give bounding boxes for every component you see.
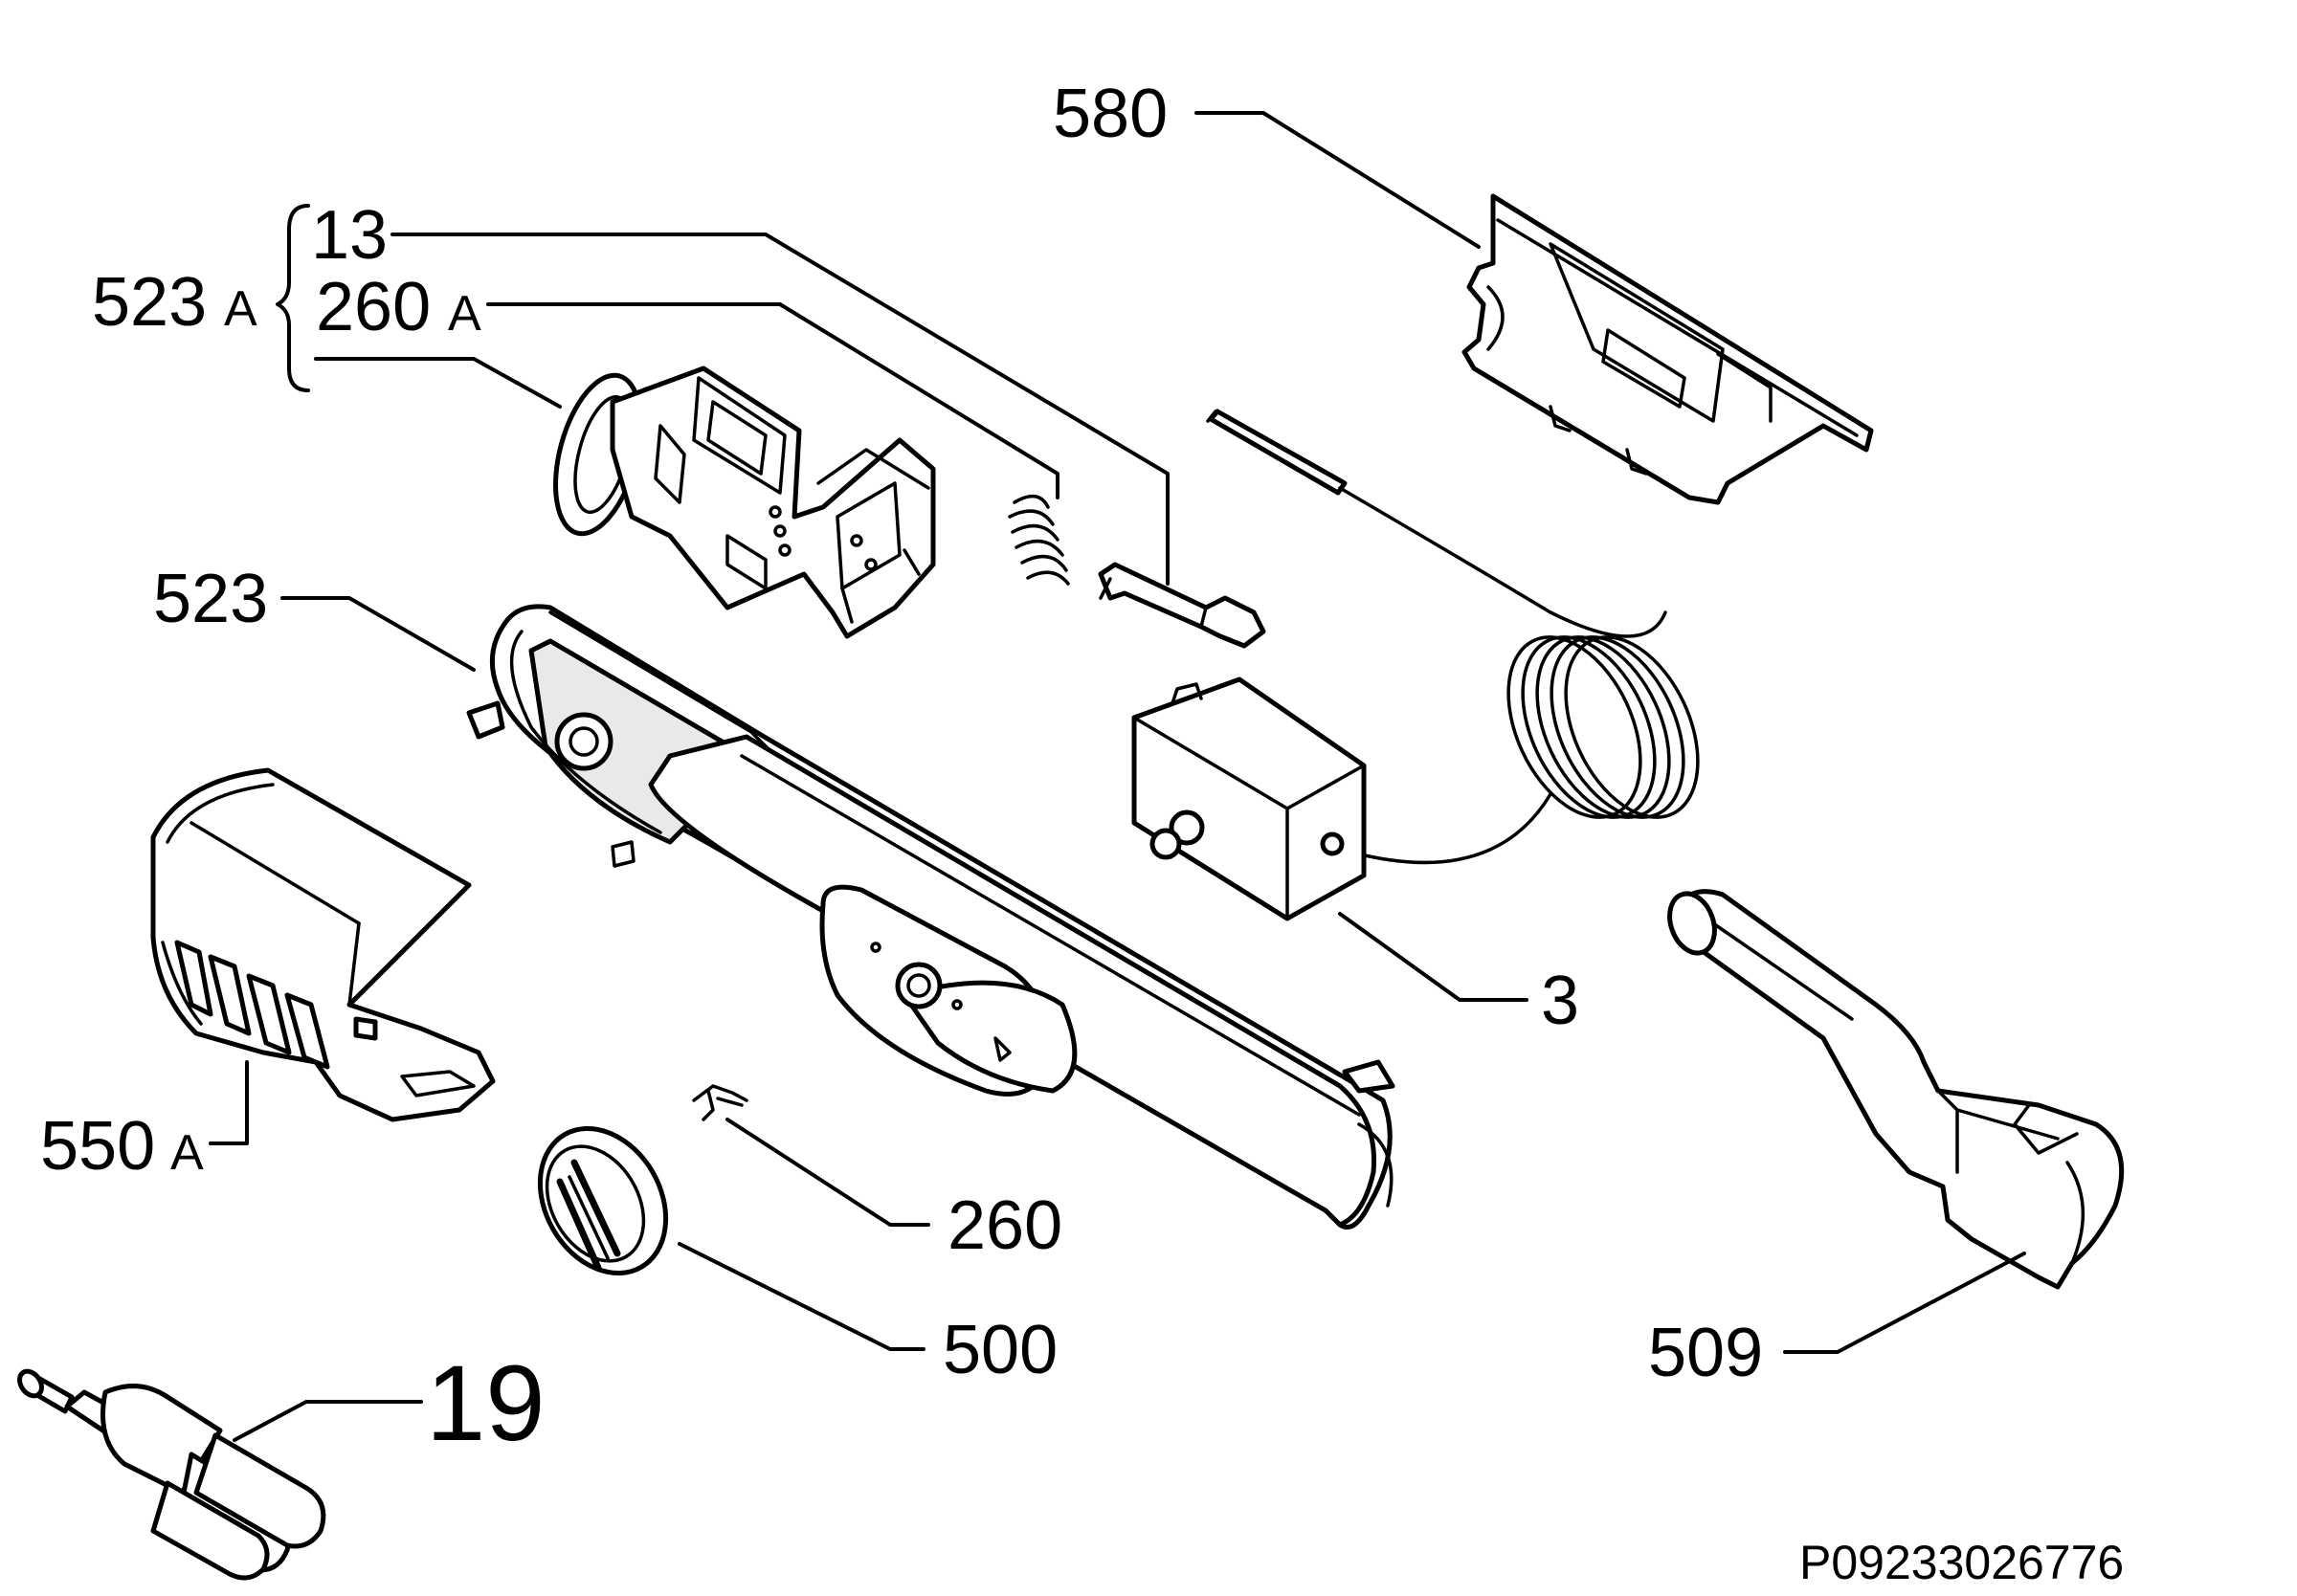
part-509-lever: [1667, 889, 2125, 1290]
label-523a-number: 523: [92, 264, 207, 341]
part-19-lamp: [17, 1368, 326, 1581]
label-509: 509: [1648, 1315, 1763, 1391]
label-500: 500: [943, 1312, 1058, 1388]
label-550a-number: 550: [40, 1108, 155, 1185]
label-523: 523: [153, 561, 268, 637]
label-13: 13: [311, 197, 388, 274]
part-260-clip: [692, 1084, 748, 1121]
part-523a-switch: [553, 366, 936, 639]
part-550a-lamp-cover: [150, 767, 496, 1122]
part-260a-spring: [1008, 494, 1070, 586]
label-260a-suffix: A: [448, 286, 481, 342]
part-13-pin: [1098, 562, 1266, 649]
label-523a-suffix: A: [224, 281, 257, 337]
label-550a-suffix: A: [170, 1125, 204, 1181]
label-3: 3: [1541, 963, 1579, 1039]
label-260a-number: 260: [316, 269, 431, 345]
part-580-bracket: [1461, 193, 1874, 505]
part-500-knob: [537, 1126, 669, 1275]
label-580: 580: [1053, 76, 1168, 152]
label-19: 19: [426, 1343, 546, 1463]
drawing-code: P09233026776: [1799, 1536, 2124, 1589]
label-260: 260: [948, 1187, 1062, 1264]
part-523-housing: [466, 604, 1395, 1230]
leader-lines: [209, 111, 2026, 1442]
callout-labels: 580 13 523 A 260 A 523 3 550 A 260 500 5…: [40, 76, 1763, 1463]
part-3-thermostat: [1131, 409, 1700, 921]
